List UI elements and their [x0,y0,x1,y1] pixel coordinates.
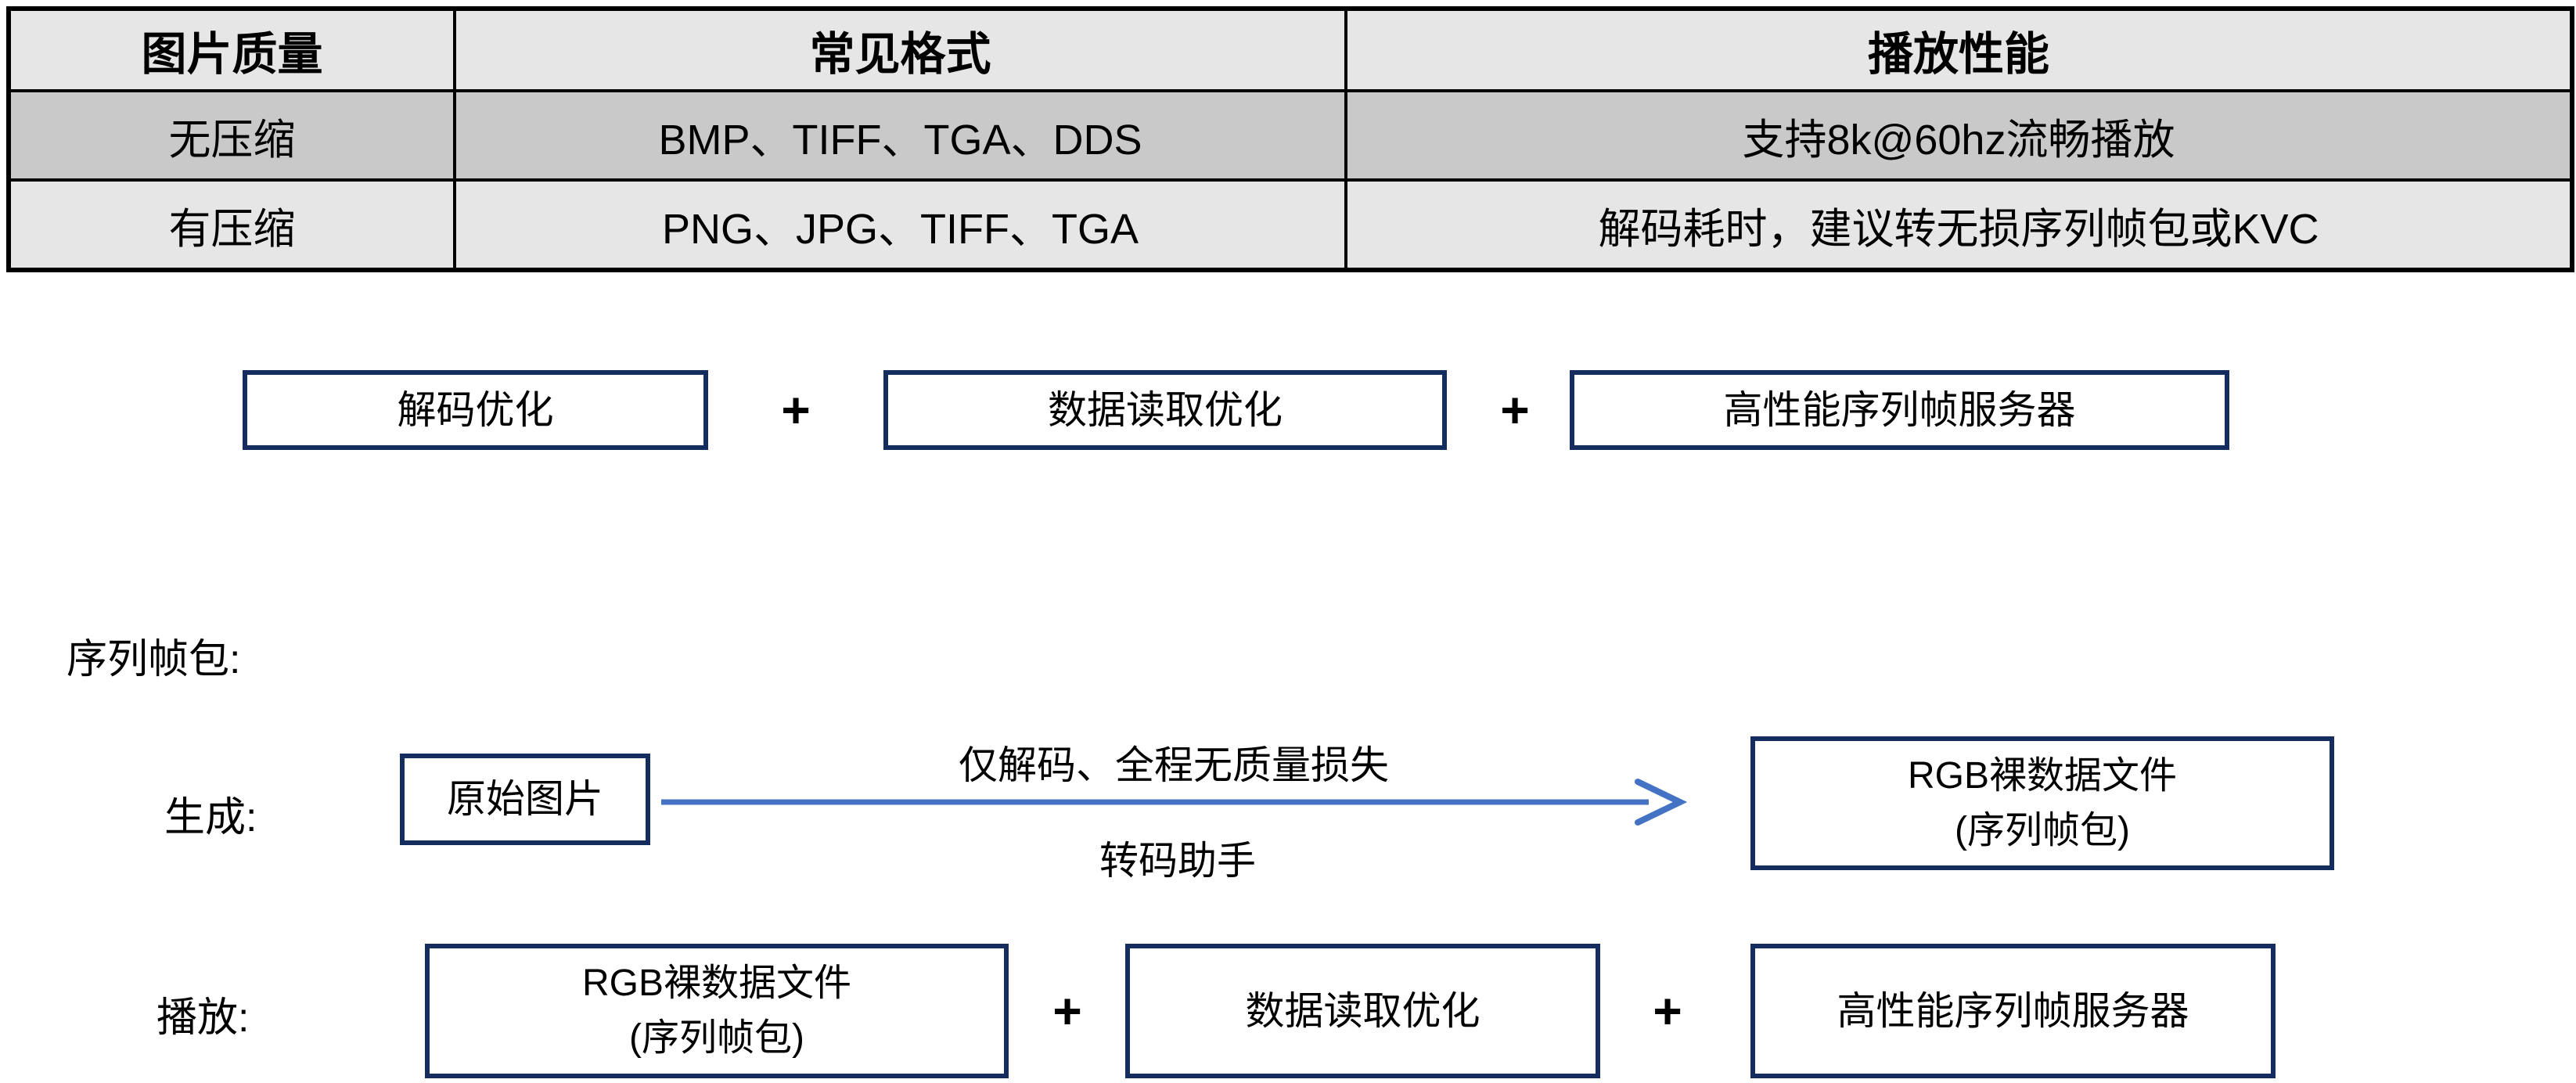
generate-label: 生成: [164,795,257,840]
cell-performance-uncompressed: 支持8k@60hz流畅播放 [1344,89,2574,182]
plus-icon: + [1653,983,1682,1039]
header-cell-image-quality: 图片质量 [7,7,456,92]
rgb-result-box-line2: (序列帧包) [1955,809,2130,851]
rgb-file-box-line1: RGB裸数据文件 [581,962,852,1005]
box-data-read-optimization-play: 数据读取优化 [1125,944,1600,1078]
cell-formats-uncompressed: BMP、TIFF、TGA、DDS [453,89,1347,182]
box-decode-optimization: 解码优化 [243,370,708,450]
rgb-file-box-label: RGB裸数据文件 (序列帧包) [582,956,851,1065]
plus-icon: + [781,382,811,438]
header-cell-common-formats: 常见格式 [453,7,1347,92]
format-table: 图片质量 常见格式 播放性能 无压缩 BMP、TIFF、TGA、DDS 支持8k… [6,6,2574,272]
source-image-box-label: 原始图片 [447,777,603,822]
sequence-package-title: 序列帧包: [67,637,241,682]
source-image-box: 原始图片 [400,754,650,845]
table-row-compressed: 有压缩 PNG、JPG、TIFF、TGA 解码耗时，建议转无损序列帧包或KVC [7,178,2574,272]
cell-quality-compressed: 有压缩 [7,178,456,272]
box-seq-frame-server-play-label: 高性能序列帧服务器 [1837,988,2189,1033]
cell-quality-uncompressed: 无压缩 [7,89,456,182]
rgb-result-box: RGB裸数据文件 (序列帧包) [1750,736,2334,870]
arrow-bottom-label: 转码助手 [1099,839,1256,883]
arrow-right-icon [661,779,1688,826]
header-cell-playback-performance: 播放性能 [1344,7,2574,92]
table-row-uncompressed: 无压缩 BMP、TIFF、TGA、DDS 支持8k@60hz流畅播放 [7,89,2574,182]
rgb-file-box-line2: (序列帧包) [629,1017,804,1059]
box-data-read-optimization-play-label: 数据读取优化 [1245,988,1480,1033]
rgb-file-box: RGB裸数据文件 (序列帧包) [425,944,1009,1078]
box-data-read-optimization-label: 数据读取优化 [1048,387,1283,432]
rgb-result-box-line1: RGB裸数据文件 [1907,754,2178,797]
plus-icon: + [1052,983,1082,1039]
box-seq-frame-server: 高性能序列帧服务器 [1570,370,2229,450]
rgb-result-box-label: RGB裸数据文件 (序列帧包) [1908,749,2177,858]
box-data-read-optimization: 数据读取优化 [883,370,1447,450]
cell-formats-compressed: PNG、JPG、TIFF、TGA [453,178,1347,272]
plus-icon: + [1500,382,1530,438]
arrow-top-label: 仅解码、全程无质量损失 [959,743,1389,787]
table-header-row: 图片质量 常见格式 播放性能 [7,7,2574,92]
box-decode-optimization-label: 解码优化 [397,387,554,432]
box-seq-frame-server-label: 高性能序列帧服务器 [1723,387,2076,432]
cell-performance-compressed: 解码耗时，建议转无损序列帧包或KVC [1344,178,2574,272]
box-seq-frame-server-play: 高性能序列帧服务器 [1750,944,2276,1078]
play-label: 播放: [157,995,250,1041]
